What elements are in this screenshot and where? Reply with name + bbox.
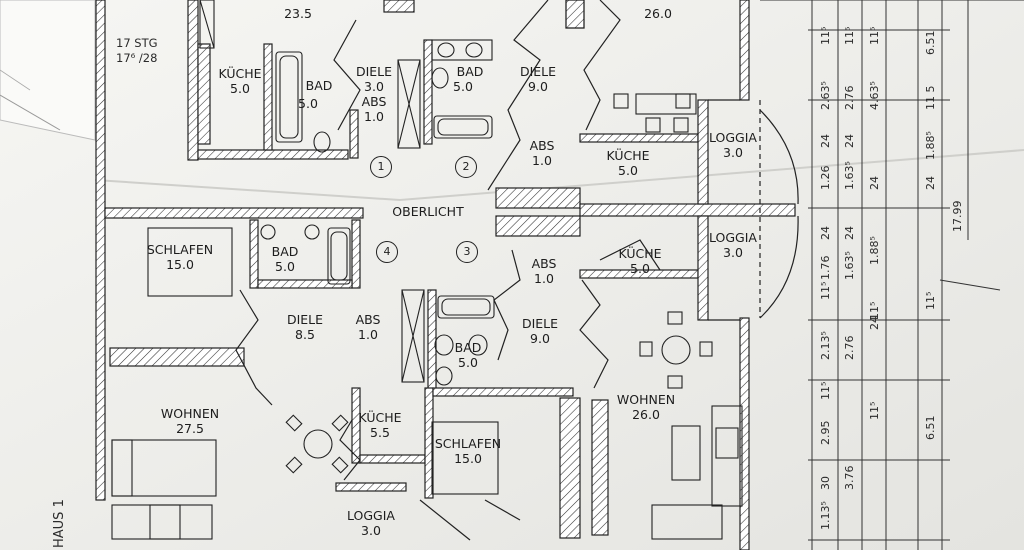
- dimension-text: 11 5: [924, 85, 937, 111]
- dimension-text: 24: [924, 176, 937, 190]
- underlying-paper: [0, 0, 96, 141]
- dimension-text: 1.63⁵: [843, 251, 856, 280]
- dimension-text: 11⁵: [868, 26, 881, 45]
- dimension-text: 1.26: [819, 165, 832, 191]
- dimension-text: 24: [843, 134, 856, 148]
- unit-marker-4: 4: [376, 241, 398, 263]
- dimension-text: 24: [843, 226, 856, 240]
- dimension-text: 2.13⁵: [819, 331, 832, 360]
- dimension-text: 2.76: [843, 335, 856, 361]
- dimension-text: 2.95: [819, 420, 832, 446]
- room-label: 23.5: [284, 6, 312, 21]
- room-label: 5.0: [453, 79, 473, 94]
- dimension-text: 1.88⁵: [868, 236, 881, 265]
- room-label: BAD: [305, 78, 333, 93]
- unit-marker-1: 1: [370, 156, 392, 178]
- exterior-walls: [95, 0, 796, 550]
- dimension-text: 3.76: [843, 465, 856, 491]
- dimension-text: 2.76: [843, 85, 856, 111]
- dimension-text: 11⁵: [819, 26, 832, 45]
- unit-marker-3: 3: [456, 241, 478, 263]
- dimension-text: 6.51: [924, 30, 937, 56]
- dimension-text: 24: [819, 134, 832, 148]
- beds: [147, 227, 499, 495]
- dining-tables: [285, 93, 713, 474]
- dimension-text: 17.99: [951, 200, 964, 233]
- dimension-text: 24: [868, 176, 881, 190]
- dimension-text: 6.51: [924, 415, 937, 441]
- paper-fold: [94, 149, 1024, 202]
- sanitary-fixtures: [260, 39, 495, 386]
- stair-note: 17 STG 17⁶ /28: [116, 36, 158, 65]
- dimension-text: 24: [868, 316, 881, 330]
- dimension-lines: [760, 0, 1024, 550]
- room-label: 26.0: [644, 6, 672, 21]
- dimension-text: 2.63⁵: [819, 81, 832, 110]
- dimension-text: 11⁵: [868, 401, 881, 420]
- dimension-text: 30: [819, 476, 832, 490]
- dimension-text: 1.76: [819, 255, 832, 281]
- room-label: 5.0: [298, 96, 318, 111]
- dimension-text: 11⁵: [819, 281, 832, 300]
- dimension-text: 1.88⁵: [924, 131, 937, 160]
- dimension-text: 11⁵: [843, 26, 856, 45]
- dimension-text: 4.63⁵: [868, 81, 881, 110]
- dimension-text: 11⁵: [924, 291, 937, 310]
- interior-partitions: [235, 0, 799, 541]
- unit-marker-2: 2: [455, 156, 477, 178]
- dimension-text: 11⁵: [819, 381, 832, 400]
- house-label: HAUS 1: [52, 499, 67, 548]
- dimension-text: 1.63⁵: [843, 161, 856, 190]
- sofas: [111, 405, 743, 540]
- room-label: BAD: [456, 64, 484, 79]
- dimension-text: 1.13⁵: [819, 501, 832, 530]
- skylight-label: OBERLICHT: [392, 204, 464, 219]
- dimension-text: 24: [819, 226, 832, 240]
- cupboards: [199, 0, 585, 383]
